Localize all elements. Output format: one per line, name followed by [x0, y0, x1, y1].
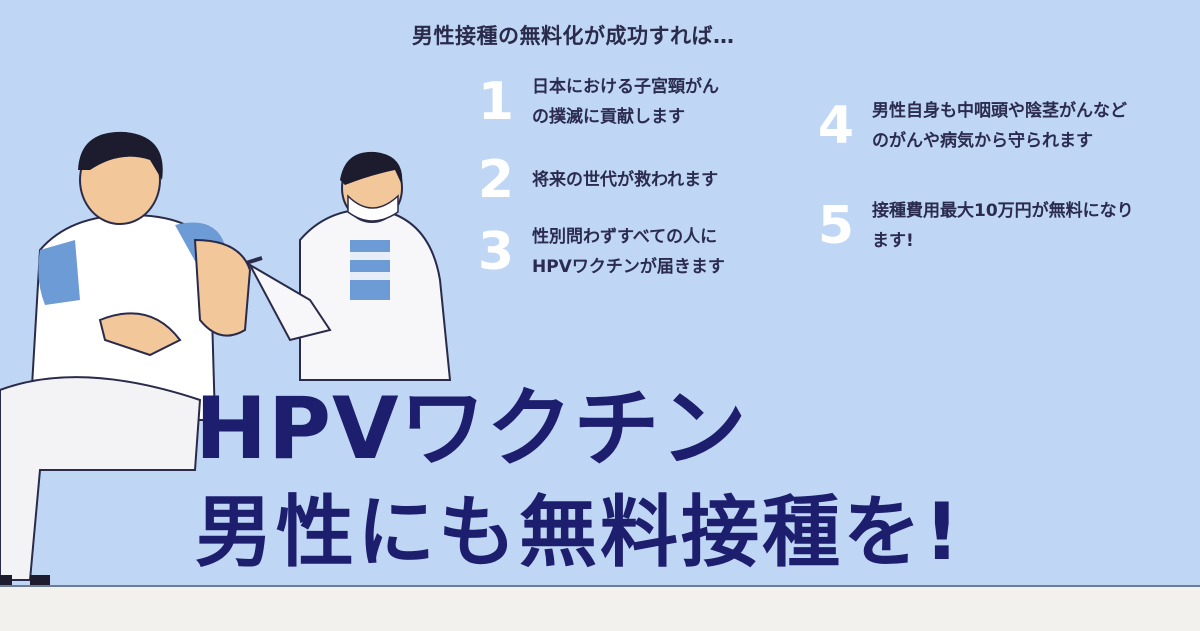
- headline-line-2: 男性にも無料接種を!: [195, 488, 963, 578]
- benefit-text: 男性自身も中咽頭や陰茎がんなど: [872, 101, 1127, 121]
- benefit-number: 1: [477, 72, 515, 132]
- vaccination-illustration: [0, 131, 452, 585]
- benefit-text: ます!: [872, 231, 914, 251]
- subheading: 男性接種の無料化が成功すれば…: [412, 24, 735, 48]
- benefit-number: 4: [817, 96, 855, 156]
- benefit-number: 2: [477, 150, 515, 210]
- benefit-item-3: 3 性別問わずすべての人に HPVワクチンが届きます: [468, 222, 725, 282]
- benefit-item-2: 2 将来の世代が救われます: [468, 150, 718, 210]
- benefit-text: 日本における子宮頸がん: [532, 77, 719, 97]
- benefit-text: 性別問わずすべての人に: [532, 227, 718, 247]
- benefit-text: 接種費用最大10万円が無料になり: [872, 201, 1134, 221]
- banner: 男性接種の無料化が成功すれば… 1 日本における子宮頸がんの撲滅に貢献します 2…: [0, 0, 1200, 585]
- headline-line-1: HPVワクチン: [195, 379, 748, 479]
- benefit-item-5: 5 接種費用最大10万円が無料になります!: [808, 196, 1134, 256]
- benefit-item-4: 4 男性自身も中咽頭や陰茎がんなどのがんや病気から守られます: [808, 96, 1127, 156]
- benefit-number: 3: [477, 222, 515, 282]
- benefit-number: 5: [817, 196, 855, 256]
- patient-figure: [0, 131, 252, 585]
- benefit-text: の撲滅に貢献します: [532, 107, 685, 127]
- benefit-item-1: 1 日本における子宮頸がんの撲滅に貢献します: [468, 72, 719, 132]
- benefit-text: のがんや病気から守られます: [872, 131, 1093, 151]
- doctor-figure: [229, 151, 452, 381]
- benefit-text: 将来の世代が救われます: [532, 170, 719, 190]
- benefit-text: HPVワクチンが届きます: [532, 257, 725, 277]
- floor-strip: [0, 585, 1200, 631]
